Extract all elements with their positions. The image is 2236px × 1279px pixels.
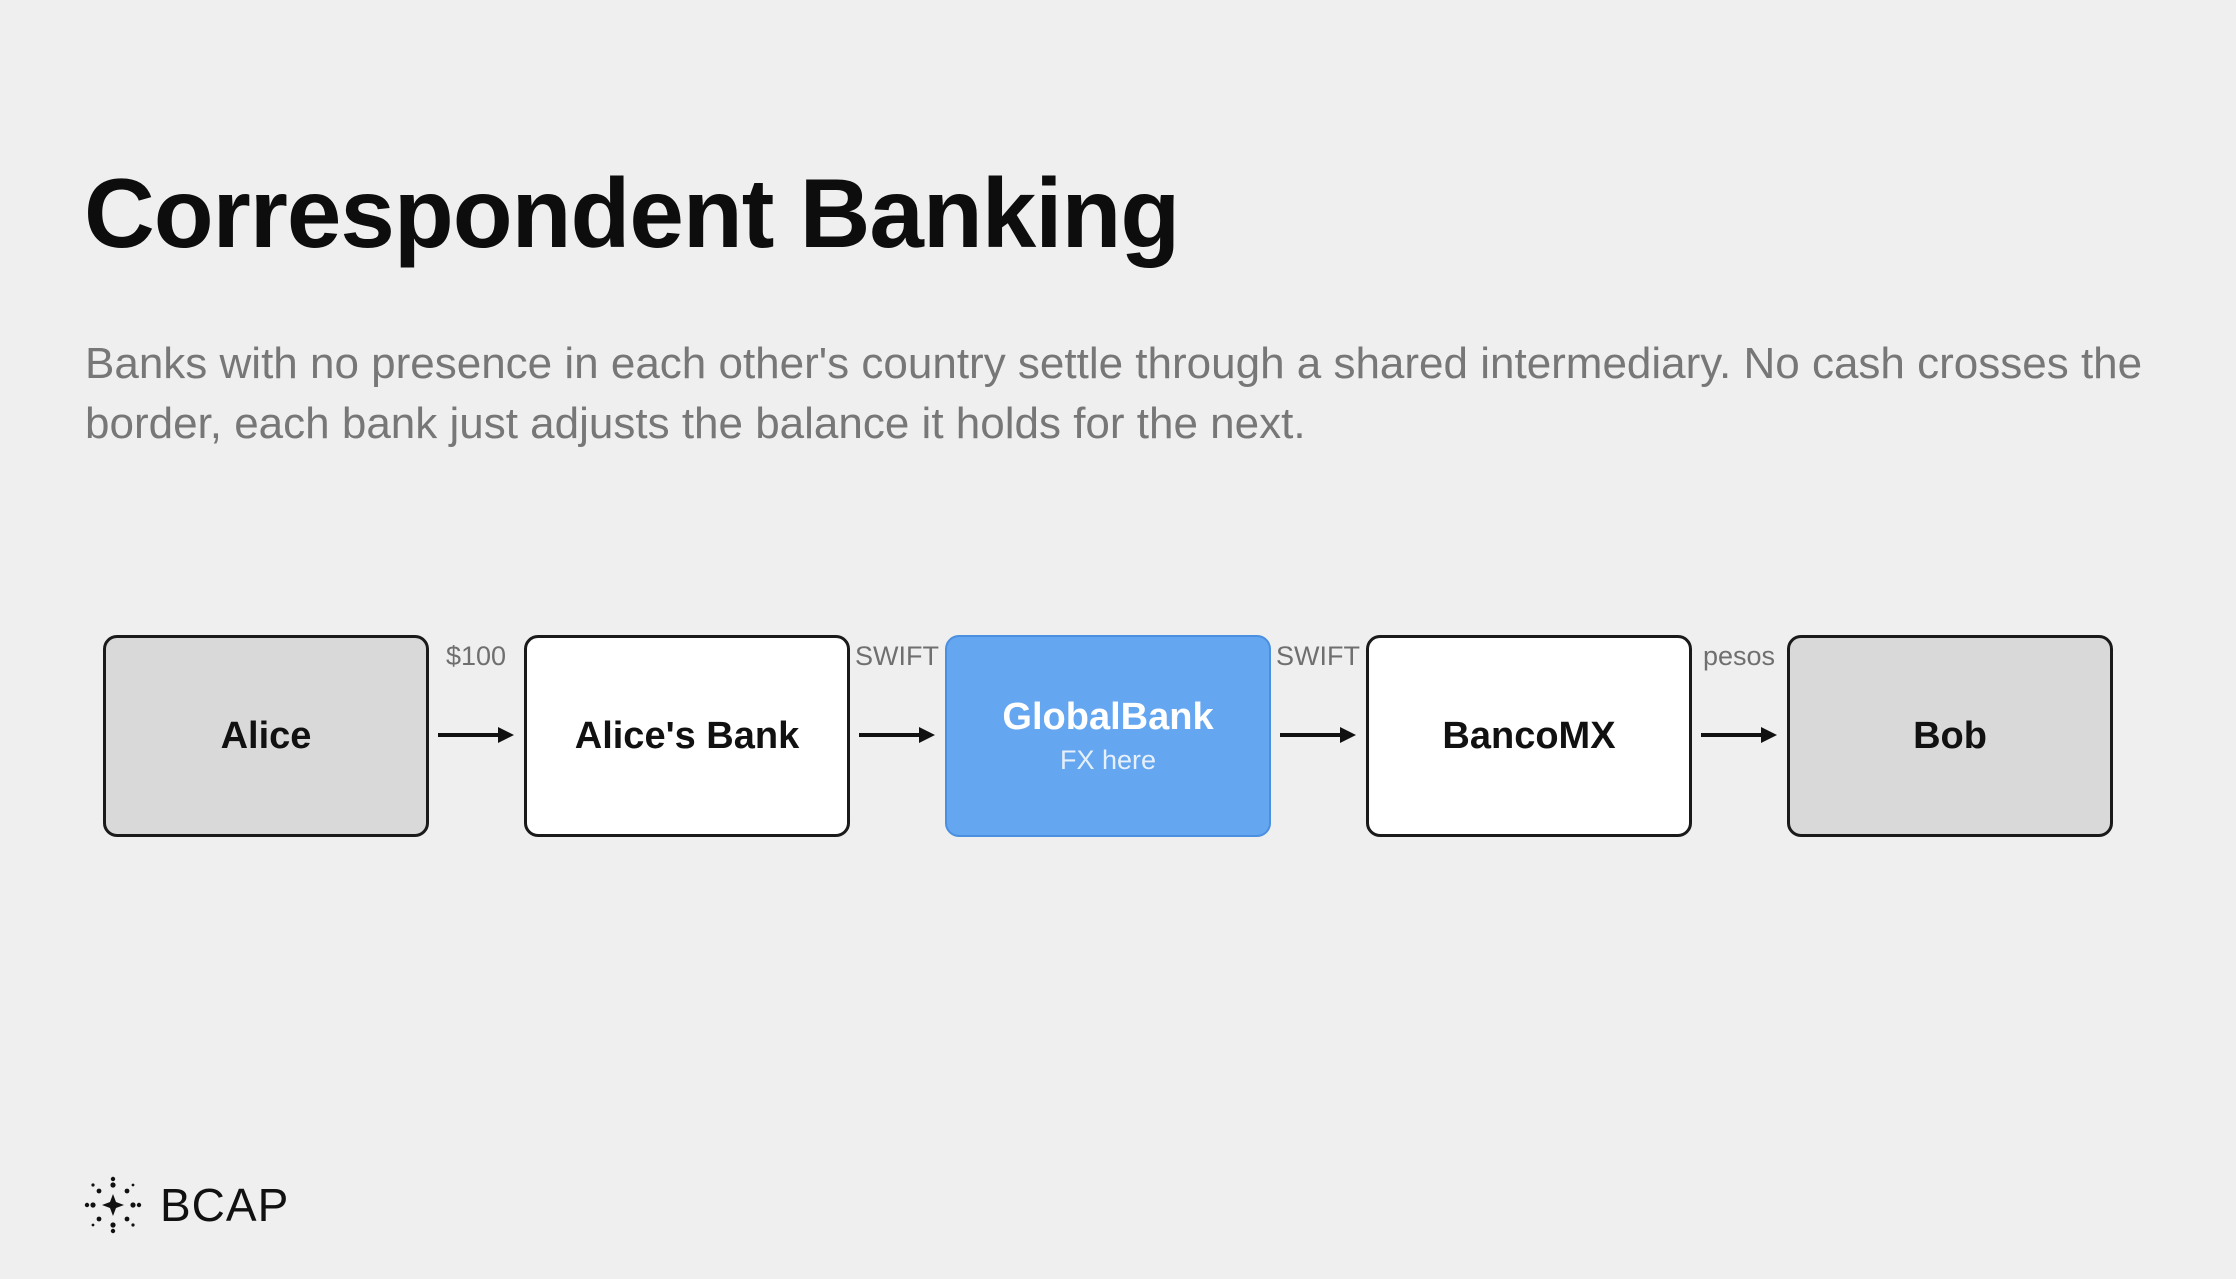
edge-alice-to-alices-bank: $100 (428, 635, 524, 837)
node-alices-bank: Alice's Bank (524, 635, 850, 837)
node-sublabel: FX here (1059, 745, 1157, 775)
edge-label: pesos (1702, 641, 1776, 671)
edge-alices-bank-to-globalbank: SWIFT (849, 635, 945, 837)
node-bob: Bob (1787, 635, 2113, 837)
node-label: BancoMX (1442, 714, 1616, 757)
edge-label: SWIFT (855, 641, 939, 671)
edge-label: SWIFT (1276, 641, 1360, 671)
node-alice: Alice (103, 635, 429, 837)
node-globalbank: GlobalBank FX here (945, 635, 1271, 837)
arrow-right-icon (859, 725, 935, 745)
node-label: Alice (220, 714, 312, 757)
brand-name: BCAP (160, 1179, 290, 1231)
brand-logo: BCAP (80, 1170, 289, 1240)
arrow-right-icon (438, 725, 514, 745)
node-bancomx: BancoMX (1366, 635, 1692, 837)
slide-title: Correspondent Banking (84, 158, 1180, 268)
node-label: Alice's Bank (574, 714, 800, 757)
arrow-right-icon (1280, 725, 1356, 745)
edge-bancomx-to-bob: pesos (1691, 635, 1787, 837)
node-label: Bob (1913, 714, 1987, 757)
sparkle-logo-icon (84, 1176, 142, 1234)
arrow-right-icon (1701, 725, 1777, 745)
edge-globalbank-to-bancomx: SWIFT (1270, 635, 1366, 837)
node-label: GlobalBank (1002, 696, 1214, 738)
slide-subtitle: Banks with no presence in each other's c… (85, 339, 2143, 448)
edge-label: $100 (445, 641, 507, 671)
